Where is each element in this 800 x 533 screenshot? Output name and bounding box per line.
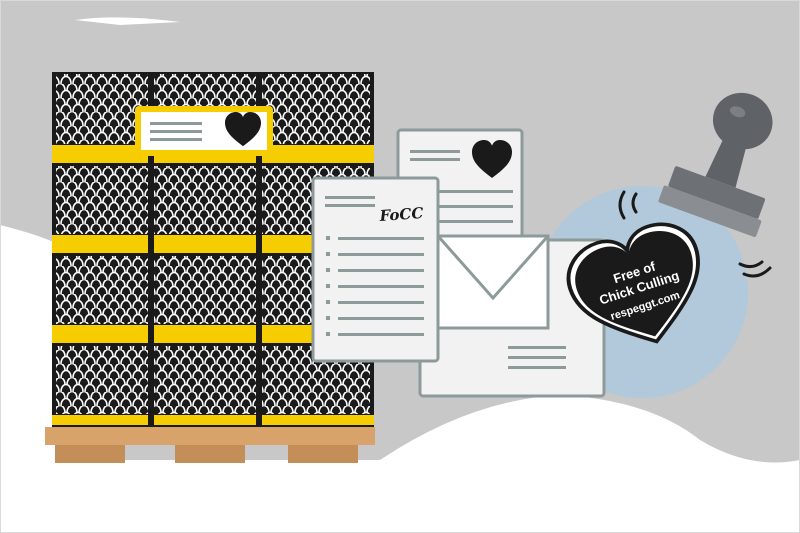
stamp-motion-marks <box>618 190 772 278</box>
document-signature: FoCC <box>378 204 424 225</box>
envelope-icon <box>418 234 606 398</box>
heart-logo-doc <box>472 140 512 178</box>
egg-box <box>154 346 256 414</box>
pallet-label <box>135 106 273 156</box>
heart-logo-fill <box>575 231 693 337</box>
egg-box <box>154 256 256 324</box>
wooden-pallet <box>45 427 375 463</box>
cloud-streak <box>75 17 180 25</box>
yellow-bands <box>52 72 374 427</box>
yellow-band <box>52 235 374 253</box>
egg-box <box>56 256 148 324</box>
document-front: FoCC <box>311 176 440 363</box>
yellow-band <box>52 415 374 425</box>
yellow-band <box>52 325 374 343</box>
egg-box <box>154 166 256 234</box>
pallet-of-egg-boxes <box>45 72 375 463</box>
egg-box <box>262 74 370 144</box>
heart-logo: Free of Chick Culling respeggt.com <box>566 222 701 344</box>
egg-box <box>56 74 148 144</box>
egg-box <box>56 346 148 414</box>
snow-drift-left <box>0 286 55 335</box>
heart-logo-small <box>225 112 261 147</box>
snow-ground <box>0 225 800 533</box>
egg-box <box>56 166 148 234</box>
rubber-stamp <box>658 92 773 237</box>
checklist <box>326 236 424 336</box>
